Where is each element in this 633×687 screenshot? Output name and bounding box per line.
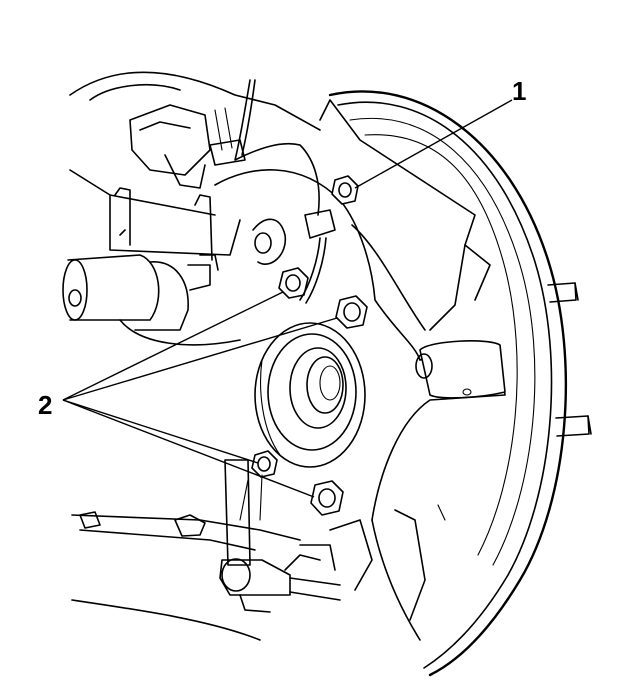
lower-control-arm	[62, 254, 241, 346]
leader-lines	[62, 99, 513, 498]
hub-bearing	[254, 322, 366, 468]
strut-assembly	[69, 71, 321, 261]
callout-2: 2	[38, 390, 52, 420]
leader-2-c	[62, 399, 259, 464]
hub-bolt-lower-right	[310, 480, 344, 516]
sensor-harness	[209, 79, 336, 304]
hub-bolt-upper-right	[335, 295, 368, 329]
leader-2-b	[62, 317, 338, 401]
wheel-speed-sensor-bolt	[331, 175, 359, 205]
callout-1: 1	[512, 76, 526, 106]
dust-shield	[319, 99, 491, 331]
stabilizer-link	[71, 459, 341, 641]
steering-knuckle	[214, 169, 506, 641]
hub-bolt-lower-left	[251, 450, 278, 478]
hub-bolt-upper-left	[278, 267, 309, 299]
leader-2-a	[62, 291, 284, 401]
leader-2-d	[62, 399, 315, 498]
leader-1	[354, 99, 513, 189]
brake-rotor	[328, 90, 592, 677]
